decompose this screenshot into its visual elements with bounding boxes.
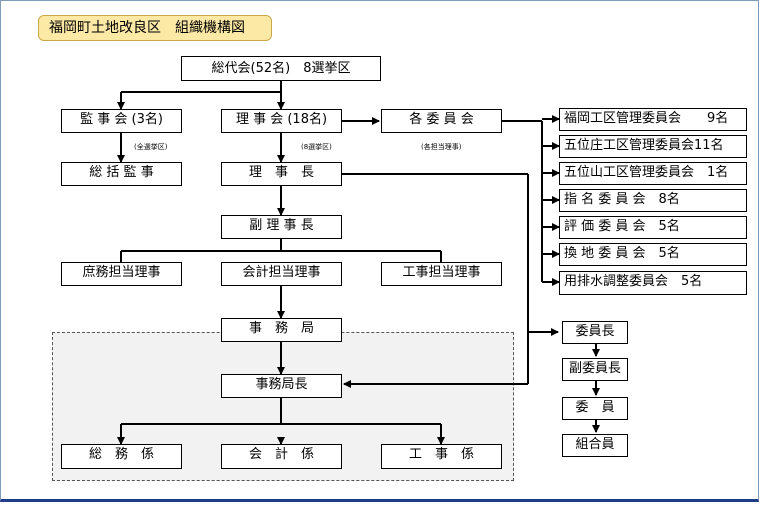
node-committees: 各 委 員 会 — [381, 109, 502, 133]
node-auditors: 監 事 会 (3名) — [61, 109, 182, 133]
node-chief-auditor: 総 括 監 事 — [61, 162, 182, 186]
node-general-affairs-staff: 総 務 係 — [61, 444, 182, 469]
node-construction-staff: 工 事 係 — [381, 444, 502, 469]
node-committee-vice-chair: 副委員長 — [562, 358, 628, 381]
note-auditors: (全選挙区) — [134, 143, 168, 151]
node-accounting-staff: 会 計 係 — [221, 444, 342, 469]
committee-item: 五位庄工区管理委員会11名 — [559, 135, 747, 158]
note-directors: (8選挙区) — [301, 143, 332, 151]
committee-item: 福岡工区管理委員会 9名 — [559, 108, 747, 131]
committee-item: 用排水調整委員会 5名 — [559, 271, 747, 295]
node-chairman: 理 事 長 — [221, 162, 342, 186]
committee-item: 換 地 委 員 会 5名 — [559, 243, 747, 266]
node-secretariat: 事 務 局 — [221, 318, 342, 342]
node-accounting-director: 会計担当理事 — [221, 262, 342, 286]
node-committee-chair: 委員長 — [562, 321, 628, 344]
committee-item: 五位山工区管理委員会 1名 — [559, 162, 747, 185]
node-representatives: 総代会(52名) 8選挙区 — [181, 56, 381, 81]
node-directors: 理 事 会 (18名) — [221, 109, 342, 133]
node-vice-chairman: 副 理 事 長 — [221, 215, 342, 239]
node-union-member: 組合員 — [562, 434, 628, 457]
node-committee-member: 委 員 — [562, 397, 628, 420]
committee-item: 評 価 委 員 会 5名 — [559, 216, 747, 239]
diagram-title: 福岡町土地改良区 組織機構図 — [38, 15, 272, 41]
node-secretariat-head: 事務局長 — [221, 374, 342, 398]
committee-item: 指 名 委 員 会 8名 — [559, 189, 747, 212]
node-construction-director: 工事担当理事 — [381, 262, 502, 286]
node-general-affairs-director: 庶務担当理事 — [61, 262, 182, 286]
note-committees: (各担当理事) — [421, 143, 462, 151]
